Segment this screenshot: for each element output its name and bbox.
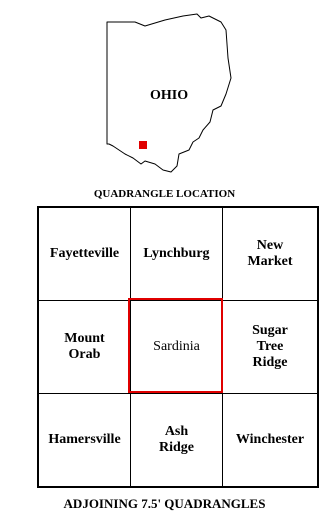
quad-winchester: Winchester — [235, 432, 305, 447]
quad-mount-orab: Mount Orab — [39, 301, 131, 394]
quad-sugar-tree-ridge: Sugar Tree Ridge — [223, 301, 317, 394]
location-marker — [139, 141, 147, 149]
ohio-state-outline — [106, 13, 232, 173]
quad-hamersville: Hamersville — [39, 394, 131, 486]
adjoining-quadrangles-caption: ADJOINING 7.5' QUADRANGLES — [63, 496, 266, 511]
state-label: OHIO — [150, 88, 189, 103]
adjoining-quadrangles-grid: Fayetteville Lynchburg New Market Mount … — [37, 206, 319, 488]
quad-lynchburg: Lynchburg — [131, 208, 223, 301]
quad-ash-ridge: Ash Ridge — [131, 394, 223, 486]
quadrangle-location-caption: QUADRANGLE LOCATION — [93, 188, 236, 200]
ohio-border — [106, 13, 232, 173]
quad-fayetteville: Fayetteville — [39, 208, 131, 301]
quad-sardinia-selected: Sardinia — [131, 301, 223, 394]
quad-new-market: New Market — [223, 208, 317, 301]
